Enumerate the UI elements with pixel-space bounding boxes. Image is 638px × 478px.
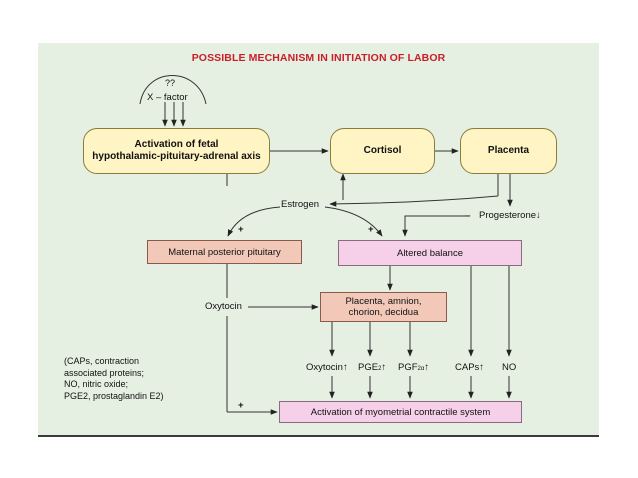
label-no: NO xyxy=(502,362,517,373)
label-pge2: PGE2↑ xyxy=(358,362,386,373)
node-maternal-pituitary: Maternal posterior pituitary xyxy=(147,240,302,264)
pgf-main: PGF xyxy=(398,362,418,373)
line-progesterone-to-balance xyxy=(402,215,470,237)
label-estrogen: Estrogen xyxy=(281,199,320,210)
node-myometrial: Activation of myometrial contractile sys… xyxy=(279,401,522,423)
legend-note: (CAPs, contraction associated proteins; … xyxy=(64,356,164,402)
label-caps-up: CAPs↑ xyxy=(455,362,485,373)
node-fetal-axis: Activation of fetal hypothalamic-pituita… xyxy=(83,128,270,174)
node-placenta-membranes: Placenta, amnion, chorion, decidua xyxy=(320,292,447,322)
label-oxytocin: Oxytocin xyxy=(205,301,242,312)
node-membranes-line1: Placenta, amnion, xyxy=(345,296,422,307)
pgf-subscript: 2α xyxy=(417,366,425,372)
pge2-main: PGE xyxy=(358,362,379,373)
pge2-subscript: 2 xyxy=(378,366,382,372)
arrow-estrogen-to-balance xyxy=(324,206,383,237)
legend-line-2: associated proteins; xyxy=(64,367,145,378)
label-progesterone: Progesterone↓ xyxy=(479,210,541,221)
label-minus: – xyxy=(465,210,471,221)
node-fetal-axis-line1: Activation of fetal xyxy=(134,139,219,150)
node-membranes-line2: chorion, decidua xyxy=(348,307,419,318)
legend-line-4: PGE2, prostaglandin E2) xyxy=(64,390,164,401)
node-fetal-axis-line2: hypothalamic-pituitary-adrenal axis xyxy=(92,151,261,162)
node-placenta: Placenta xyxy=(460,128,557,174)
pgf-arrow: ↑ xyxy=(424,362,430,373)
pge2-arrow: ↑ xyxy=(381,362,387,373)
legend-line-1: (CAPs, contraction xyxy=(64,356,140,366)
node-cortisol: Cortisol xyxy=(330,128,435,174)
arrow-estrogen-to-pituitary xyxy=(227,206,281,237)
label-plus-bottom: + xyxy=(238,400,244,411)
xfactor-label: X – factor xyxy=(147,92,188,103)
diagram-title: POSSIBLE MECHANISM IN INITIATION OF LABO… xyxy=(191,52,446,64)
node-altered-balance: Altered balance xyxy=(338,240,522,266)
xfactor-question: ?? xyxy=(165,78,176,88)
label-plus-left: + xyxy=(238,224,244,235)
legend-line-3: NO, nitric oxide; xyxy=(64,379,129,389)
label-plus-right: + xyxy=(368,224,374,235)
label-pgf: PGF2α↑ xyxy=(398,362,429,373)
label-oxytocin-up: Oxytocin↑ xyxy=(306,362,348,373)
arrow-placenta-to-estrogen xyxy=(329,195,499,207)
xfactor-arc xyxy=(139,75,207,105)
